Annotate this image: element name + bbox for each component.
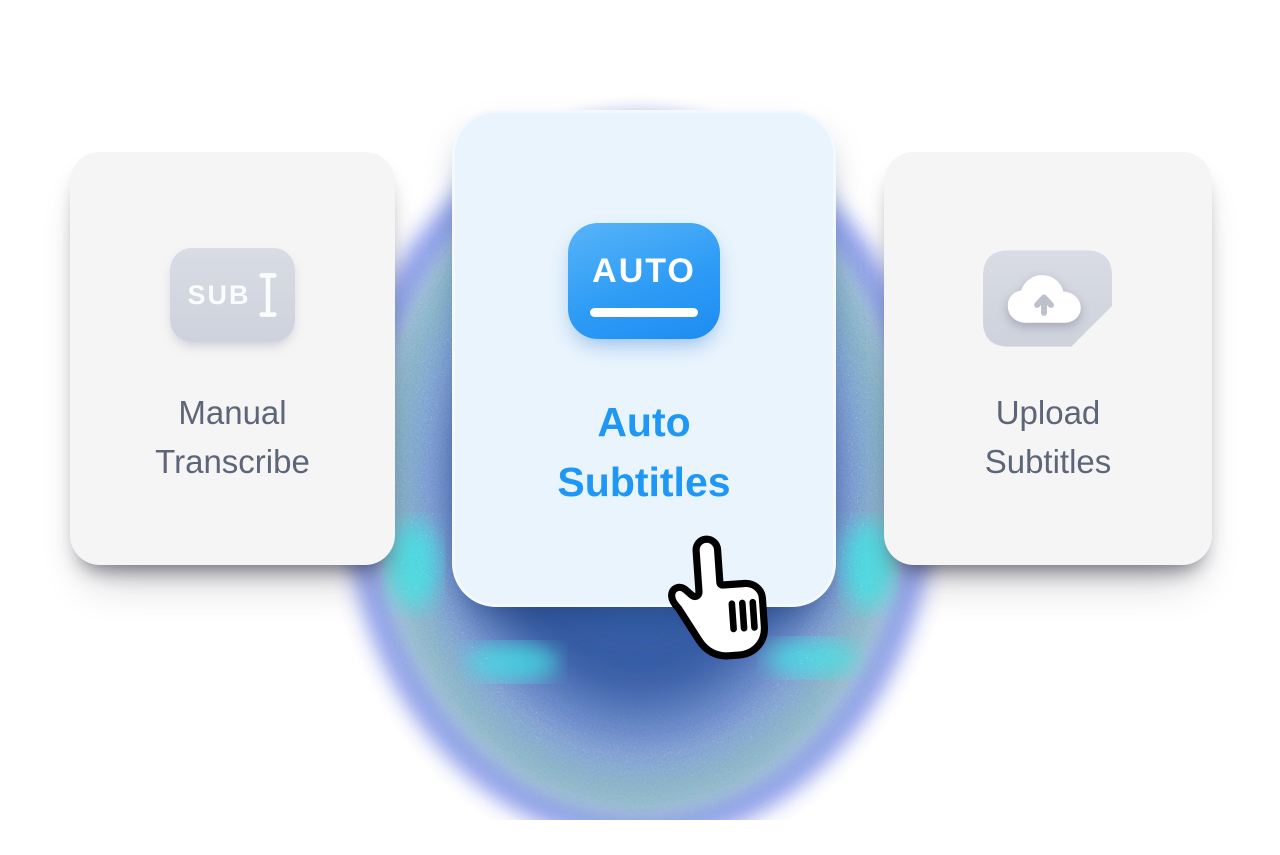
- card-auto-subtitles[interactable]: AUTO Auto Subtitles: [452, 110, 836, 607]
- auto-icon-underline: [590, 307, 698, 317]
- label-line: Manual: [178, 394, 287, 431]
- pointing-hand-cursor-icon: [668, 535, 768, 660]
- label-line: Upload: [995, 394, 1101, 431]
- card-label-upload-subtitles: Upload Subtitles: [884, 388, 1212, 486]
- card-upload-subtitles[interactable]: Upload Subtitles: [884, 152, 1212, 565]
- card-manual-transcribe[interactable]: SUB Manual Transcribe: [70, 152, 395, 565]
- cloud-upload-icon-graphic: [983, 250, 1112, 347]
- card-label-auto-subtitles: Auto Subtitles: [452, 392, 836, 512]
- subtitle-text-cursor-icon: SUB: [170, 248, 295, 342]
- cloud-upload-icon: [983, 250, 1112, 347]
- auto-icon-label: AUTO: [592, 251, 696, 290]
- label-line: Auto: [597, 399, 691, 445]
- sub-icon-label: SUB: [187, 279, 251, 310]
- label-line: Transcribe: [155, 443, 310, 480]
- label-line: Subtitles: [984, 443, 1112, 480]
- auto-subtitles-icon: AUTO: [568, 223, 720, 339]
- label-line: Subtitles: [557, 459, 731, 505]
- card-label-manual-transcribe: Manual Transcribe: [70, 388, 395, 486]
- text-cursor-ibeam-icon: [258, 273, 277, 317]
